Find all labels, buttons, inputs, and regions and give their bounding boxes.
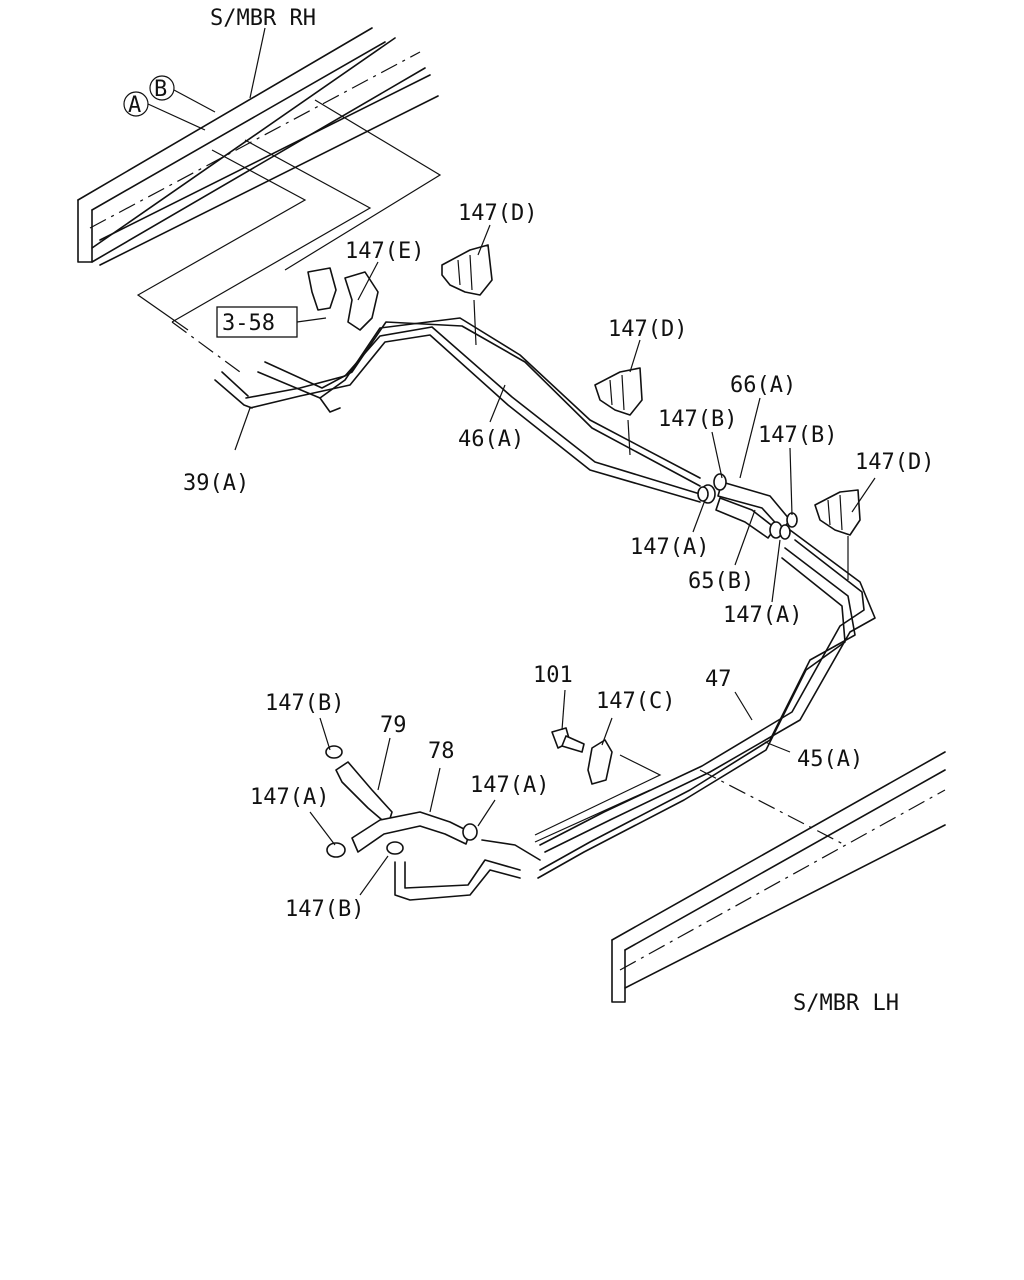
label-65b: 65(B) — [688, 569, 754, 594]
label-147d-3: 147(D) — [855, 450, 934, 475]
label-147b-4: 147(B) — [285, 897, 364, 922]
label-147d-2: 147(D) — [608, 317, 687, 342]
hose-clamp-icon — [325, 473, 798, 858]
label-147e: 147(E) — [345, 239, 424, 264]
pipe-clip-icon — [587, 739, 613, 785]
connector-hoses — [700, 481, 791, 539]
pipe-clip-icon — [441, 244, 493, 296]
pipe-clip-icon — [307, 267, 379, 331]
label-39a: 39(A) — [183, 471, 249, 496]
label-147a-2: 147(A) — [723, 603, 802, 628]
fuel-pipe-47 — [537, 529, 876, 879]
label-smbr-rh: S/MBR RH — [210, 6, 316, 31]
svg-text:B: B — [154, 77, 167, 102]
label-46a: 46(A) — [458, 427, 524, 452]
side-member-lh — [611, 751, 946, 1003]
svg-text:A: A — [128, 93, 141, 118]
label-147a-1: 147(A) — [630, 535, 709, 560]
bolt-icon — [551, 727, 585, 753]
fuel-pipe-46a — [214, 317, 701, 503]
circle-marker-b: B — [149, 75, 175, 102]
circle-marker-a: A — [123, 91, 149, 118]
label-147b-3: 147(B) — [265, 691, 344, 716]
label-66a: 66(A) — [730, 373, 796, 398]
lower-hoses — [335, 761, 541, 901]
label-79: 79 — [380, 713, 407, 738]
label-147b-1: 147(B) — [658, 407, 737, 432]
label-101: 101 — [533, 663, 573, 688]
ref-3-58: 3-58 — [222, 311, 275, 336]
label-47: 47 — [705, 667, 732, 692]
label-45a: 45(A) — [797, 747, 863, 772]
pipe-clip-icon — [594, 367, 643, 416]
callout-leaders — [234, 27, 876, 896]
pipe-clip-icon — [814, 489, 861, 536]
label-smbr-lh: S/MBR LH — [793, 991, 899, 1016]
label-147a-4: 147(A) — [250, 785, 329, 810]
label-147b-2: 147(B) — [758, 423, 837, 448]
label-147d-1: 147(D) — [458, 201, 537, 226]
label-147a-3: 147(A) — [470, 773, 549, 798]
label-147c: 147(C) — [596, 689, 675, 714]
label-78: 78 — [428, 739, 455, 764]
